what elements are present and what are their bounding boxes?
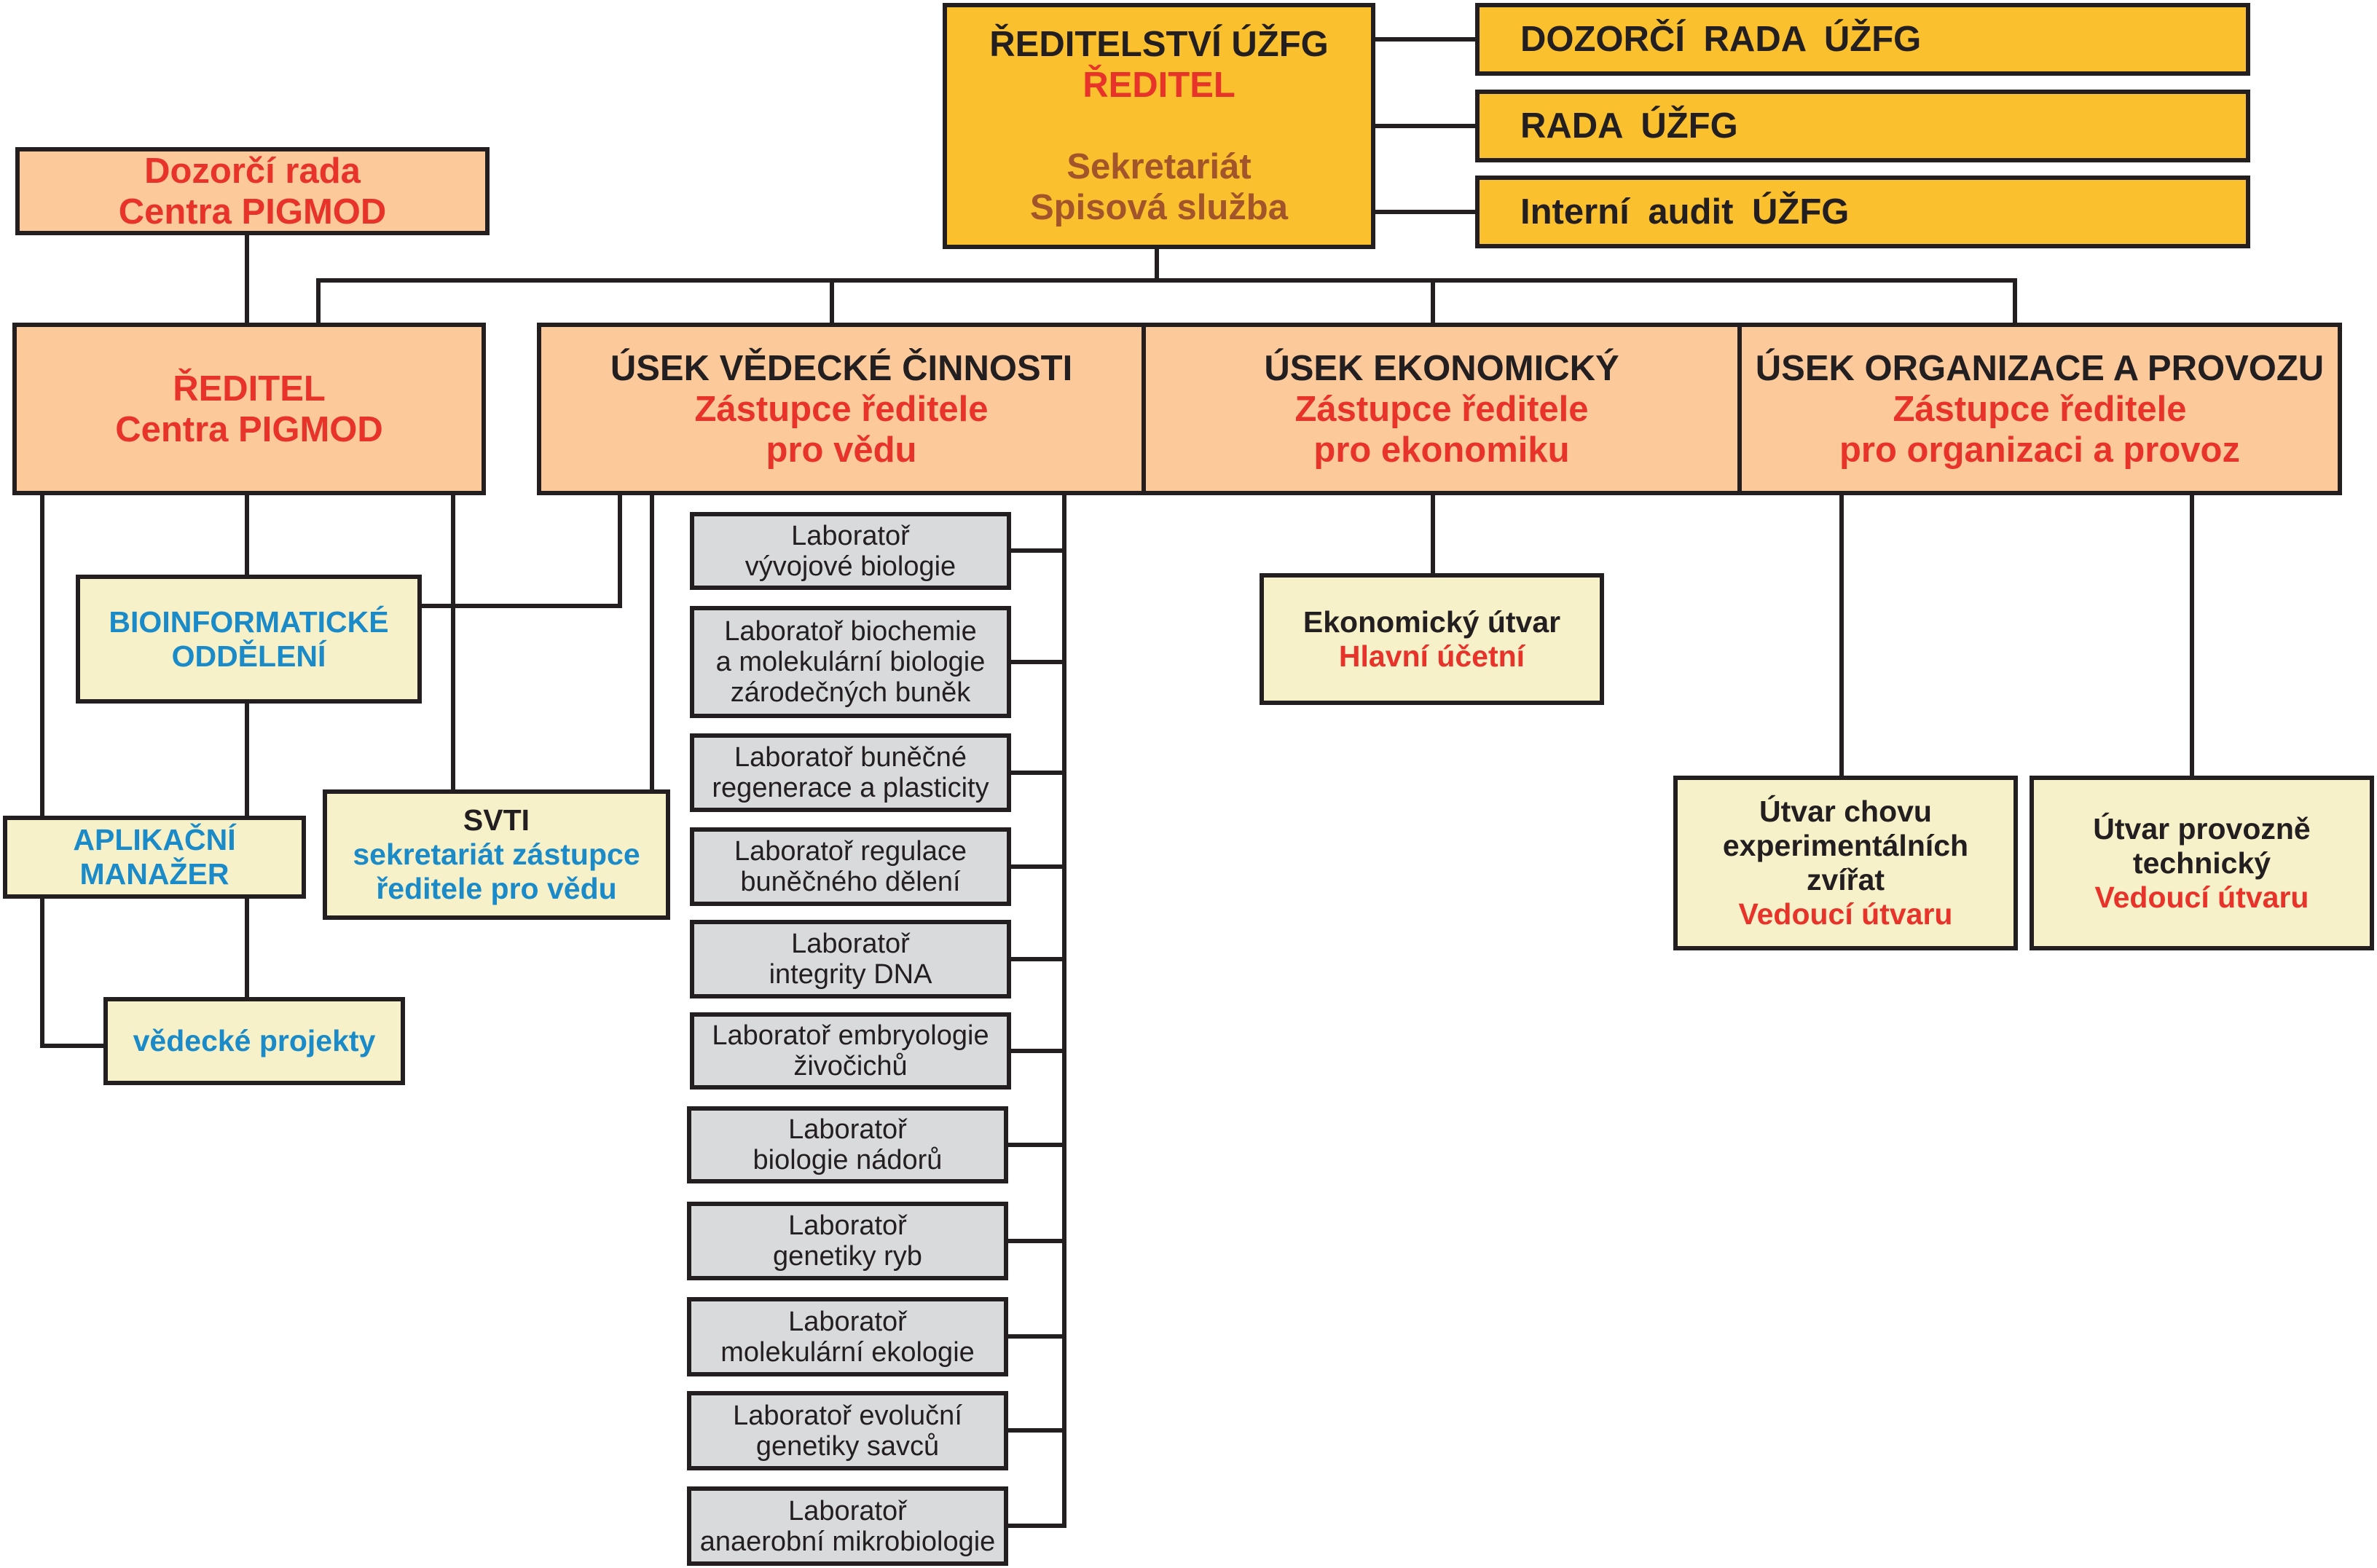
projects-box: vědecké projekty	[103, 997, 405, 1085]
app-manager-line: MANAŽER	[79, 857, 229, 891]
lab-box: Laboratoř genetiky ryb	[687, 1202, 1008, 1280]
unit-name-line: technický	[2132, 846, 2271, 880]
lab-line: Laboratoř	[791, 929, 910, 959]
lab-line: Laboratoř	[788, 1495, 907, 1526]
lab-line: regenerace a plasticity	[712, 773, 989, 803]
internal-audit-label: Interní audit ÚŽFG	[1520, 192, 1850, 232]
directorate-box: ŘEDITELSTVÍ ÚŽFG ŘEDITEL Sekretariát Spi…	[943, 3, 1375, 249]
lab-line: molekulární ekologie	[720, 1336, 975, 1368]
lab-line: integrity DNA	[769, 959, 932, 990]
directorate-head: ŘEDITEL	[1083, 66, 1235, 105]
app-manager-line: APLIKAČNÍ	[73, 823, 236, 856]
lab-box: Laboratoř anaerobní mikrobiologie	[687, 1486, 1008, 1566]
pigmod-board-line: Centra PIGMOD	[118, 192, 387, 232]
lab-box: Laboratoř biochemie a molekulární biolog…	[690, 606, 1011, 718]
lab-line: Laboratoř embryologie	[712, 1020, 989, 1051]
supervisory-board-label: DOZORČÍ RADA ÚŽFG	[1520, 20, 1922, 59]
economy-unit-box: Ekonomický útvar Hlavní účetní	[1260, 573, 1604, 705]
operations-deputy-line: Zástupce ředitele	[1893, 389, 2187, 429]
lab-line: Laboratoř biochemie	[724, 616, 977, 647]
technical-unit-box: Útvar provozně technický Vedoucí útvaru	[2030, 776, 2374, 950]
lab-line: Laboratoř	[788, 1306, 907, 1337]
bioinformatics-line: BIOINFORMATICKÉ	[109, 604, 389, 639]
bioinformatics-box: BIOINFORMATICKÉ ODDĚLENÍ	[76, 575, 422, 704]
science-division-box: ÚSEK VĚDECKÉ ČINNOSTI Zástupce ředitele …	[537, 323, 1146, 495]
economy-division-title: ÚSEK EKONOMICKÝ	[1264, 348, 1619, 388]
lab-line: živočichů	[793, 1051, 908, 1082]
pigmod-director-box: ŘEDITEL Centra PIGMOD	[12, 323, 486, 495]
lab-line: genetiky ryb	[773, 1241, 922, 1272]
bioinformatics-line: ODDĚLENÍ	[171, 639, 326, 673]
lab-line: vývojové biologie	[744, 551, 956, 582]
pigmod-board-line: Dozorčí rada	[144, 151, 361, 191]
lab-box: Laboratoř buněčné regenerace a plasticit…	[690, 733, 1011, 812]
internal-audit-box: Interní audit ÚŽFG	[1475, 176, 2250, 248]
operations-division-title: ÚSEK ORGANIZACE A PROVOZU	[1755, 348, 2325, 388]
lab-line: Laboratoř	[788, 1210, 907, 1241]
pigmod-board-box: Dozorčí rada Centra PIGMOD	[15, 147, 490, 235]
unit-name-line: Útvar chovu	[1759, 795, 1932, 828]
lab-line: Laboratoř regulace	[734, 836, 967, 867]
economy-deputy-line: Zástupce ředitele	[1294, 389, 1589, 429]
operations-division-box: ÚSEK ORGANIZACE A PROVOZU Zástupce ředit…	[1737, 323, 2342, 495]
science-division-title: ÚSEK VĚDECKÉ ČINNOSTI	[610, 348, 1073, 388]
lab-box: Laboratoř vývojové biologie	[690, 512, 1011, 590]
unit-name-line: Útvar provozně	[2093, 811, 2311, 846]
pigmod-director-line: Centra PIGMOD	[115, 409, 383, 449]
council-label: RADA ÚŽFG	[1520, 106, 1738, 146]
lab-line: Laboratoř evoluční	[733, 1400, 962, 1431]
lab-box: Laboratoř embryologie živočichů	[690, 1012, 1011, 1090]
lab-line: Laboratoř buněčné	[734, 742, 967, 773]
lab-box: Laboratoř molekulární ekologie	[687, 1297, 1008, 1376]
lab-box: Laboratoř evoluční genetiky savců	[687, 1391, 1008, 1470]
economy-unit-name: Ekonomický útvar	[1303, 604, 1561, 639]
science-deputy-line: pro vědu	[766, 430, 917, 470]
economy-division-box: ÚSEK EKONOMICKÝ Zástupce ředitele pro ek…	[1142, 323, 1742, 495]
lab-line: a molekulární biologie	[715, 647, 986, 677]
unit-name-line: zvířat	[1806, 863, 1885, 897]
lab-box: Laboratoř integrity DNA	[690, 920, 1011, 998]
lab-line: Laboratoř	[791, 520, 910, 551]
projects-label: vědecké projekty	[133, 1024, 376, 1057]
directorate-secretariat: Sekretariát	[1066, 147, 1252, 186]
economy-unit-head: Hlavní účetní	[1338, 639, 1525, 673]
svti-desc-line: ředitele pro vědu	[376, 872, 617, 905]
svti-name: SVTI	[463, 803, 530, 837]
app-manager-box: APLIKAČNÍ MANAŽER	[3, 816, 306, 899]
lab-line: Laboratoř	[788, 1114, 907, 1145]
lab-line: zárodečných buněk	[730, 677, 971, 708]
lab-line: genetiky savců	[755, 1430, 940, 1462]
lab-line: biologie nádorů	[753, 1145, 943, 1175]
animal-breeding-unit-box: Útvar chovu experimentálních zvířat Vedo…	[1673, 776, 2018, 950]
directorate-registry: Spisová služba	[1029, 188, 1288, 227]
lab-line: buněčného dělení	[740, 867, 961, 897]
lab-line: anaerobní mikrobiologie	[699, 1526, 996, 1557]
svti-box: SVTI sekretariát zástupce ředitele pro v…	[323, 789, 670, 920]
unit-head: Vedoucí útvaru	[2094, 880, 2309, 914]
lab-box: Laboratoř regulace buněčného dělení	[690, 827, 1011, 906]
pigmod-director-line: ŘEDITEL	[173, 369, 326, 409]
unit-head: Vedoucí útvaru	[1738, 897, 1953, 931]
science-deputy-line: Zástupce ředitele	[694, 389, 989, 429]
directorate-title: ŘEDITELSTVÍ ÚŽFG	[989, 25, 1329, 64]
supervisory-board-box: DOZORČÍ RADA ÚŽFG	[1475, 3, 2250, 76]
operations-deputy-line: pro organizaci a provoz	[1839, 430, 2240, 470]
economy-deputy-line: pro ekonomiku	[1313, 430, 1570, 470]
council-box: RADA ÚŽFG	[1475, 90, 2250, 162]
unit-name-line: experimentálních	[1722, 829, 1969, 862]
svti-desc-line: sekretariát zástupce	[353, 838, 640, 871]
lab-box: Laboratoř biologie nádorů	[687, 1106, 1008, 1183]
